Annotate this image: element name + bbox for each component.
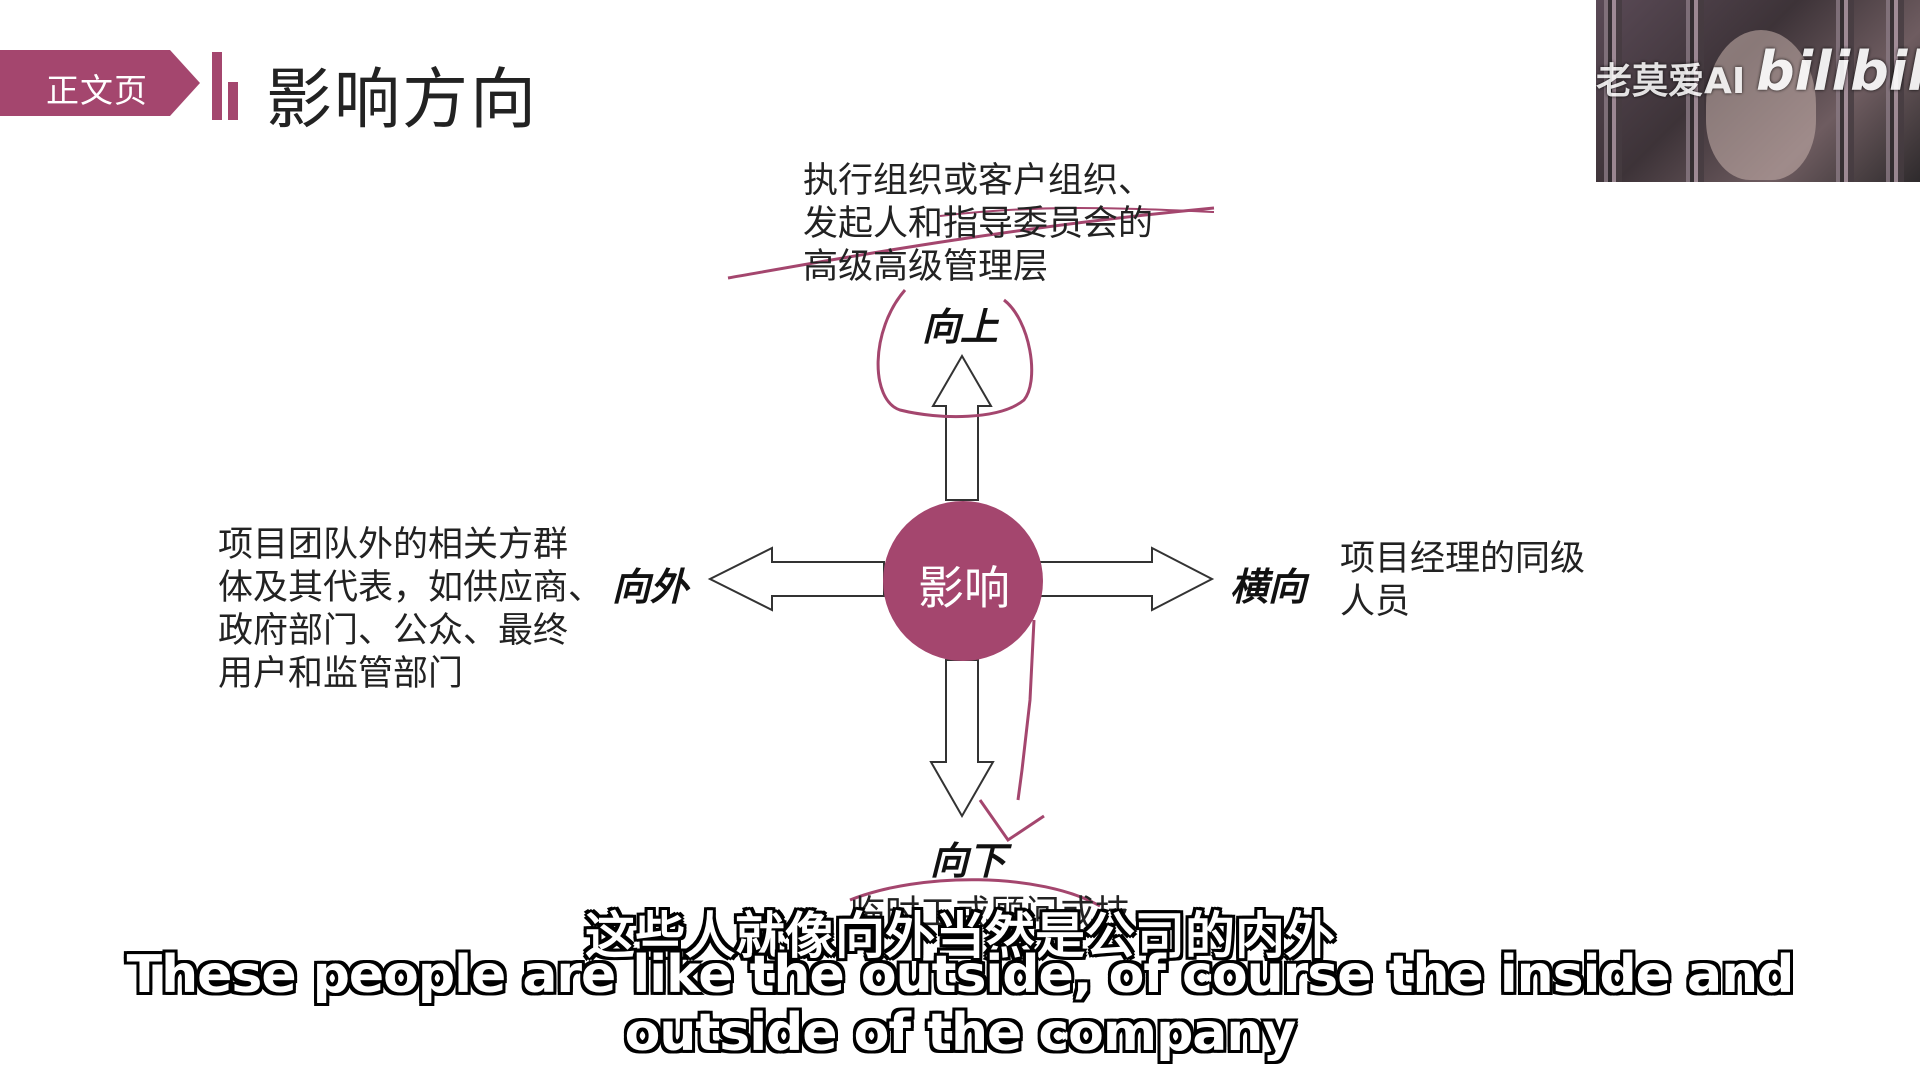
annotation-strike-2 — [939, 207, 1215, 217]
center-circle — [883, 501, 1043, 661]
platform-logo: bilibili — [1756, 40, 1920, 103]
arrow-up — [931, 354, 993, 501]
up-line: 高级高级管理层 — [803, 247, 1049, 287]
up-line: 执行组织或客户组织、 — [803, 161, 1154, 201]
subtitle-chinese: 这些人就像向外当然是公司的内外 — [585, 907, 1335, 965]
page-title: 影响方向 — [266, 61, 538, 138]
webcam-overlay: 老莫爱AI bilibili — [1596, 0, 1920, 182]
direction-up-label: 向上 — [922, 305, 999, 349]
up-line: 发起人和指导委员会的 — [803, 204, 1154, 244]
section-tag: 正文页 — [0, 50, 200, 116]
up-description: 执行组织或客户组织、 发起人和指导委员会的 高级高级管理层 — [803, 160, 1153, 289]
out-description: 项目团队外的相关方群 体及其代表，如供应商、 政府部门、公众、最终 用户和监管部… — [218, 524, 603, 696]
side-line: 项目经理的同级 — [1340, 539, 1586, 579]
subtitle-english: These people are like the outside, of co… — [0, 946, 1920, 1062]
title-accent-bar-short — [228, 82, 238, 120]
center-label: 影响 — [918, 561, 1010, 615]
side-line: 人员 — [1340, 582, 1411, 622]
channel-watermark: 老莫爱AI — [1596, 61, 1746, 102]
out-line: 用户和监管部门 — [218, 654, 464, 694]
arrow-right — [1039, 546, 1215, 612]
out-line: 项目团队外的相关方群 — [218, 525, 569, 565]
direction-side-label: 横向 — [1230, 565, 1307, 609]
annotation-check — [978, 799, 1045, 843]
bookshelf-decor — [1886, 0, 1904, 182]
annotation-underline — [849, 878, 1101, 908]
section-tag-label: 正文页 — [46, 71, 148, 110]
subtitle-english-line2: outside of the company — [624, 1003, 1297, 1063]
annotation-line — [1016, 619, 1036, 801]
direction-down-label: 向下 — [930, 839, 1007, 883]
annotation-strike — [727, 206, 1215, 280]
annotation-circle — [876, 289, 1034, 419]
bookshelf-decor — [1686, 0, 1704, 182]
out-line: 政府部门、公众、最终 — [218, 611, 569, 651]
subtitle-english-line1: These people are like the outside, of co… — [126, 945, 1795, 1005]
bookshelf-decor — [1604, 0, 1622, 182]
out-line: 体及其代表，如供应商、 — [218, 568, 604, 608]
arrow-left — [707, 546, 885, 612]
title-accent-bar — [212, 52, 222, 120]
side-description: 项目经理的同级 人员 — [1340, 538, 1585, 624]
down-description-partial: 临时工或顾问或技 — [850, 894, 1131, 934]
bookshelf-decor — [1836, 0, 1854, 182]
arrow-down — [929, 659, 995, 819]
direction-out-label: 向外 — [612, 565, 689, 609]
presenter-video — [1706, 30, 1816, 180]
